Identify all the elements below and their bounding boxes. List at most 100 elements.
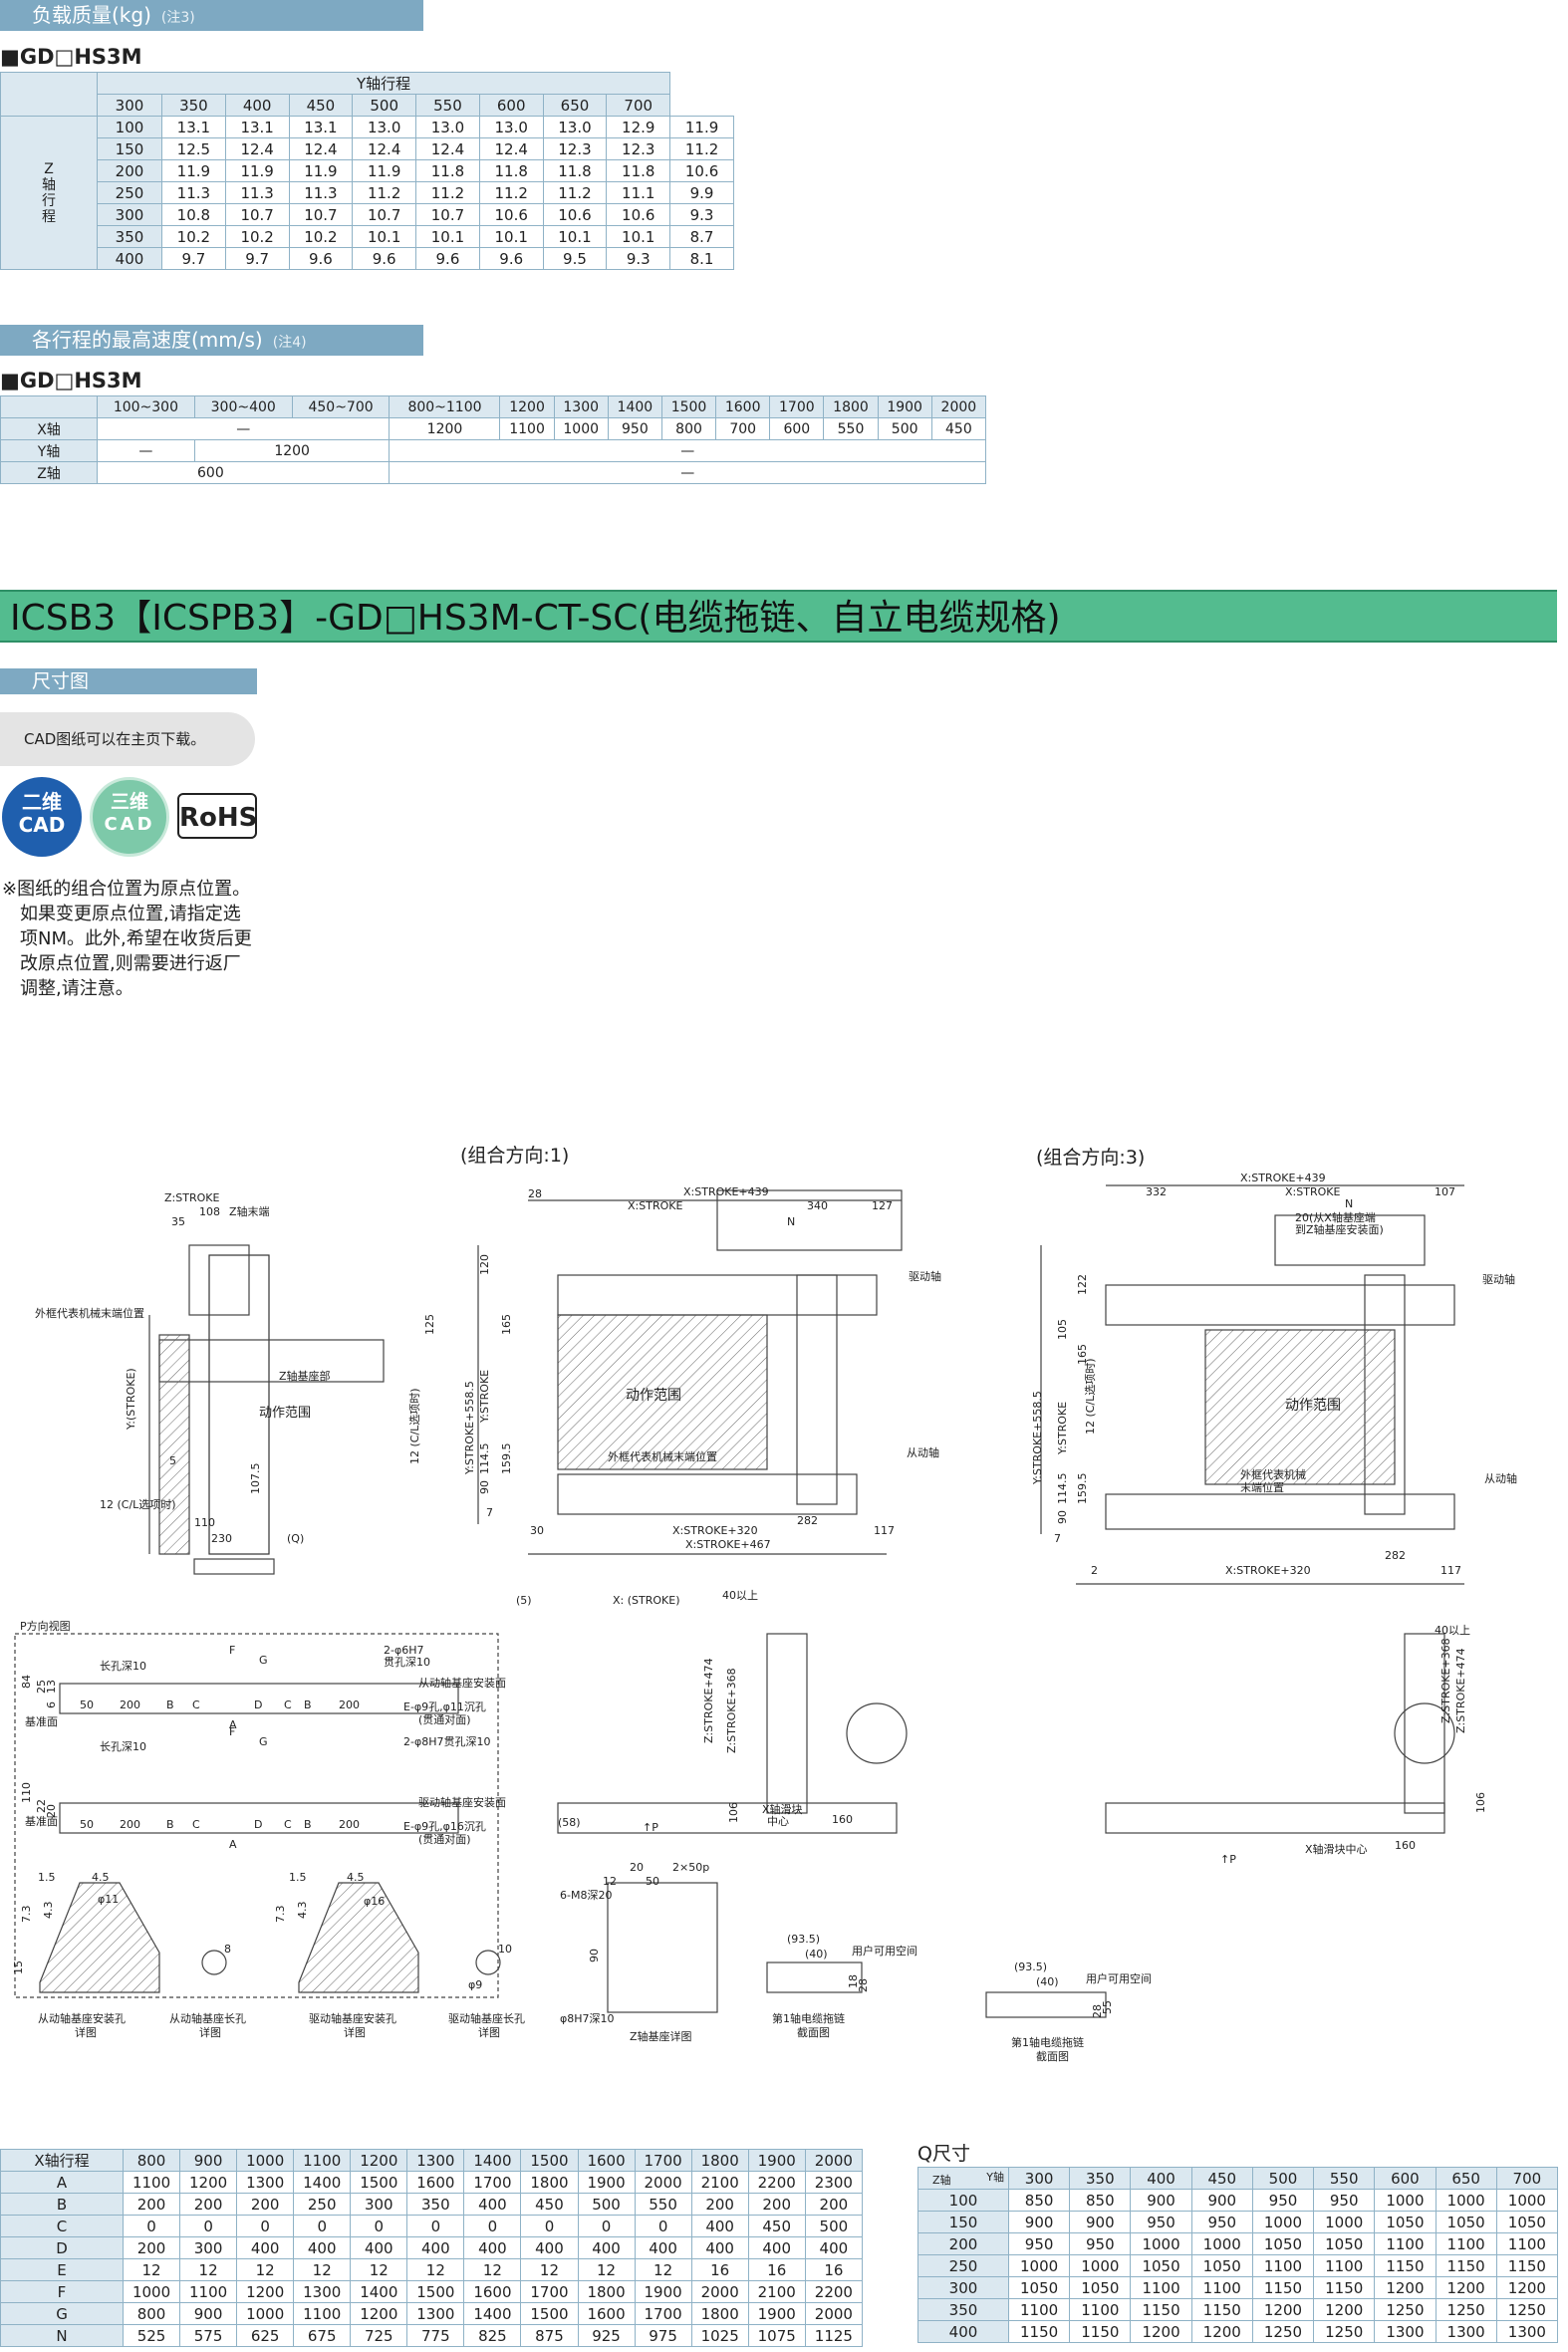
cad-3d-badge[interactable]: 三维 CAD — [90, 777, 169, 857]
drawing-labels: Z:STROKE Z轴末端 外框代表机械末端位置 Y:(STROKE) Z轴基座… — [12, 1172, 1517, 2063]
lbl-28: 28 — [528, 1187, 542, 1200]
load-row-header: 400 — [97, 247, 162, 270]
x-table-cell: 2000 — [690, 2280, 749, 2303]
lbl-90: 90 — [478, 1480, 491, 1494]
lbl-10: 10 — [498, 1943, 512, 1956]
lbl-n-3: N — [1345, 1197, 1353, 1210]
q-table-cell: 900 — [1130, 2189, 1192, 2212]
lbl-40: 40以上 — [722, 1589, 758, 1602]
lbl-outer-frame3b: 末端位置 — [1240, 1480, 1284, 1494]
x-table-cell: 12 — [236, 2258, 295, 2281]
q-table-col: 400 — [1130, 2167, 1192, 2190]
lbl-x-strokep: X: (STROKE) — [613, 1594, 680, 1607]
speed-cell: 1000 — [553, 417, 609, 440]
x-table-cell: 400 — [463, 2236, 522, 2259]
q-table-cell: 950 — [1190, 2211, 1253, 2233]
load-col-header: 300 — [97, 94, 162, 117]
front-z-axis-3 — [1404, 1633, 1445, 1814]
x-table-cell: 1500 — [406, 2280, 465, 2303]
cad-2d-badge[interactable]: 二维 CAD — [2, 777, 82, 857]
lbl-z-stroke368-3: Z:STROKE+368 — [1439, 1638, 1452, 1723]
x-table-row-header: A — [0, 2171, 124, 2194]
q-table-row-header: 150 — [917, 2211, 1009, 2233]
lbl-det4b: 详图 — [478, 2025, 500, 2039]
load-cell: 12.4 — [352, 137, 417, 160]
lbl-108: 108 — [199, 1205, 220, 1218]
q-table-cell: 1100 — [1130, 2276, 1192, 2299]
lbl-45-3: 4.5 — [347, 1871, 365, 1884]
detail-cable-chain-1 — [766, 1961, 863, 1993]
detail-follower-hole — [39, 1882, 160, 1993]
lbl-332: 332 — [1146, 1185, 1167, 1198]
lbl-165: 165 — [500, 1314, 513, 1335]
x-table-cell: 800 — [122, 2302, 181, 2325]
q-table-cell: 1050 — [1374, 2211, 1437, 2233]
x-table-cell: 16 — [804, 2258, 864, 2281]
load-cell: 10.7 — [224, 203, 290, 226]
q-table-cell: 1150 — [1435, 2254, 1497, 2277]
x-table-cell: 775 — [406, 2324, 465, 2347]
x-table-col: 1800 — [690, 2149, 749, 2172]
load-cell: 10.7 — [415, 203, 480, 226]
x-table-cell: 400 — [690, 2215, 749, 2237]
lbl-73-3: 7.3 — [274, 1906, 287, 1924]
lbl-55: 55 — [1101, 2000, 1114, 2014]
x-table-cell: 1400 — [350, 2280, 408, 2303]
load-cell: 11.9 — [288, 159, 354, 182]
load-section-note: (注3) — [160, 10, 195, 26]
speed-cell: 600 — [769, 417, 825, 440]
lbl-f: F — [229, 1644, 235, 1657]
lbl-28-3: 28 — [1091, 2004, 1104, 2018]
q-table-row-header: 250 — [917, 2254, 1009, 2277]
lbl-x-stroke320-3: X:STROKE+320 — [1225, 1564, 1311, 1577]
lbl-7-3: 7 — [1054, 1532, 1061, 1545]
load-cell: 8.1 — [669, 247, 734, 270]
lbl-base-plane-2: 基准面 — [25, 1815, 58, 1828]
load-col-header: 500 — [352, 94, 417, 117]
x-table-cell: 12 — [634, 2258, 692, 2281]
front-x-beam-3 — [1105, 1802, 1445, 1834]
speed-cell: 800 — [660, 417, 717, 440]
q-table-cell: 1000 — [1007, 2254, 1071, 2277]
origin-note-line: 项NM。此外,希望在收货后更 — [20, 928, 252, 949]
load-cell: 11.9 — [669, 116, 734, 138]
load-cell: 12.4 — [415, 137, 480, 160]
lbl-282-3: 282 — [1385, 1549, 1406, 1562]
lbl-outer-frame3a: 外框代表机械 — [1240, 1467, 1306, 1481]
speed-row-label: Y轴 — [0, 439, 98, 462]
lbl-2: 2 — [1091, 1564, 1098, 1577]
product-banner: ICSB3【ICSPB3】-GD□HS3M-CT-SC(电缆拖链、自立电缆规格) — [0, 590, 1557, 643]
x-table-cell: 12 — [122, 2258, 181, 2281]
lbl-105: 105 — [1056, 1319, 1069, 1340]
lbl-z-stroke474-3: Z:STROKE+474 — [1454, 1648, 1467, 1733]
x-table-cell: 1800 — [690, 2302, 749, 2325]
x-table-cell: 1600 — [463, 2280, 522, 2303]
x-table-col: 900 — [179, 2149, 238, 2172]
x-table-cell: 1400 — [293, 2171, 352, 2194]
lbl-6: 6 — [45, 1701, 58, 1708]
q-z-label: Z轴 — [932, 2174, 951, 2187]
q-table-cell: 900 — [1007, 2211, 1071, 2233]
lbl-13: 13 — [45, 1680, 58, 1694]
x-table-cell: 1900 — [747, 2302, 806, 2325]
lbl-outer-frame-1: 外框代表机械末端位置 — [608, 1449, 717, 1463]
lbl-hole1b: 贯孔深10 — [384, 1656, 430, 1669]
lbl-e-hole2-b: (贯通对面) — [418, 1832, 471, 1846]
x-table-cell: 400 — [520, 2236, 579, 2259]
load-cell: 9.7 — [224, 247, 290, 270]
x-table-cell: 16 — [690, 2258, 749, 2281]
lbl-det1b: 详图 — [75, 2025, 97, 2039]
x-table-cell: 200 — [804, 2193, 864, 2216]
q-table-cell: 1200 — [1495, 2276, 1559, 2299]
cable-loop-1 — [846, 1702, 908, 1764]
lbl-slot2: 长孔深10 — [100, 1740, 146, 1753]
load-cell: 11.3 — [288, 181, 354, 204]
q-table-col: 550 — [1313, 2167, 1376, 2190]
load-cell: 11.8 — [606, 159, 671, 182]
x-table-cell: 350 — [406, 2193, 465, 2216]
x-table-cell: 400 — [293, 2236, 352, 2259]
load-col-header: 450 — [288, 94, 354, 117]
q-table-col: 650 — [1435, 2167, 1497, 2190]
load-cell: 10.6 — [669, 159, 734, 182]
load-cell: 13.0 — [352, 116, 417, 138]
